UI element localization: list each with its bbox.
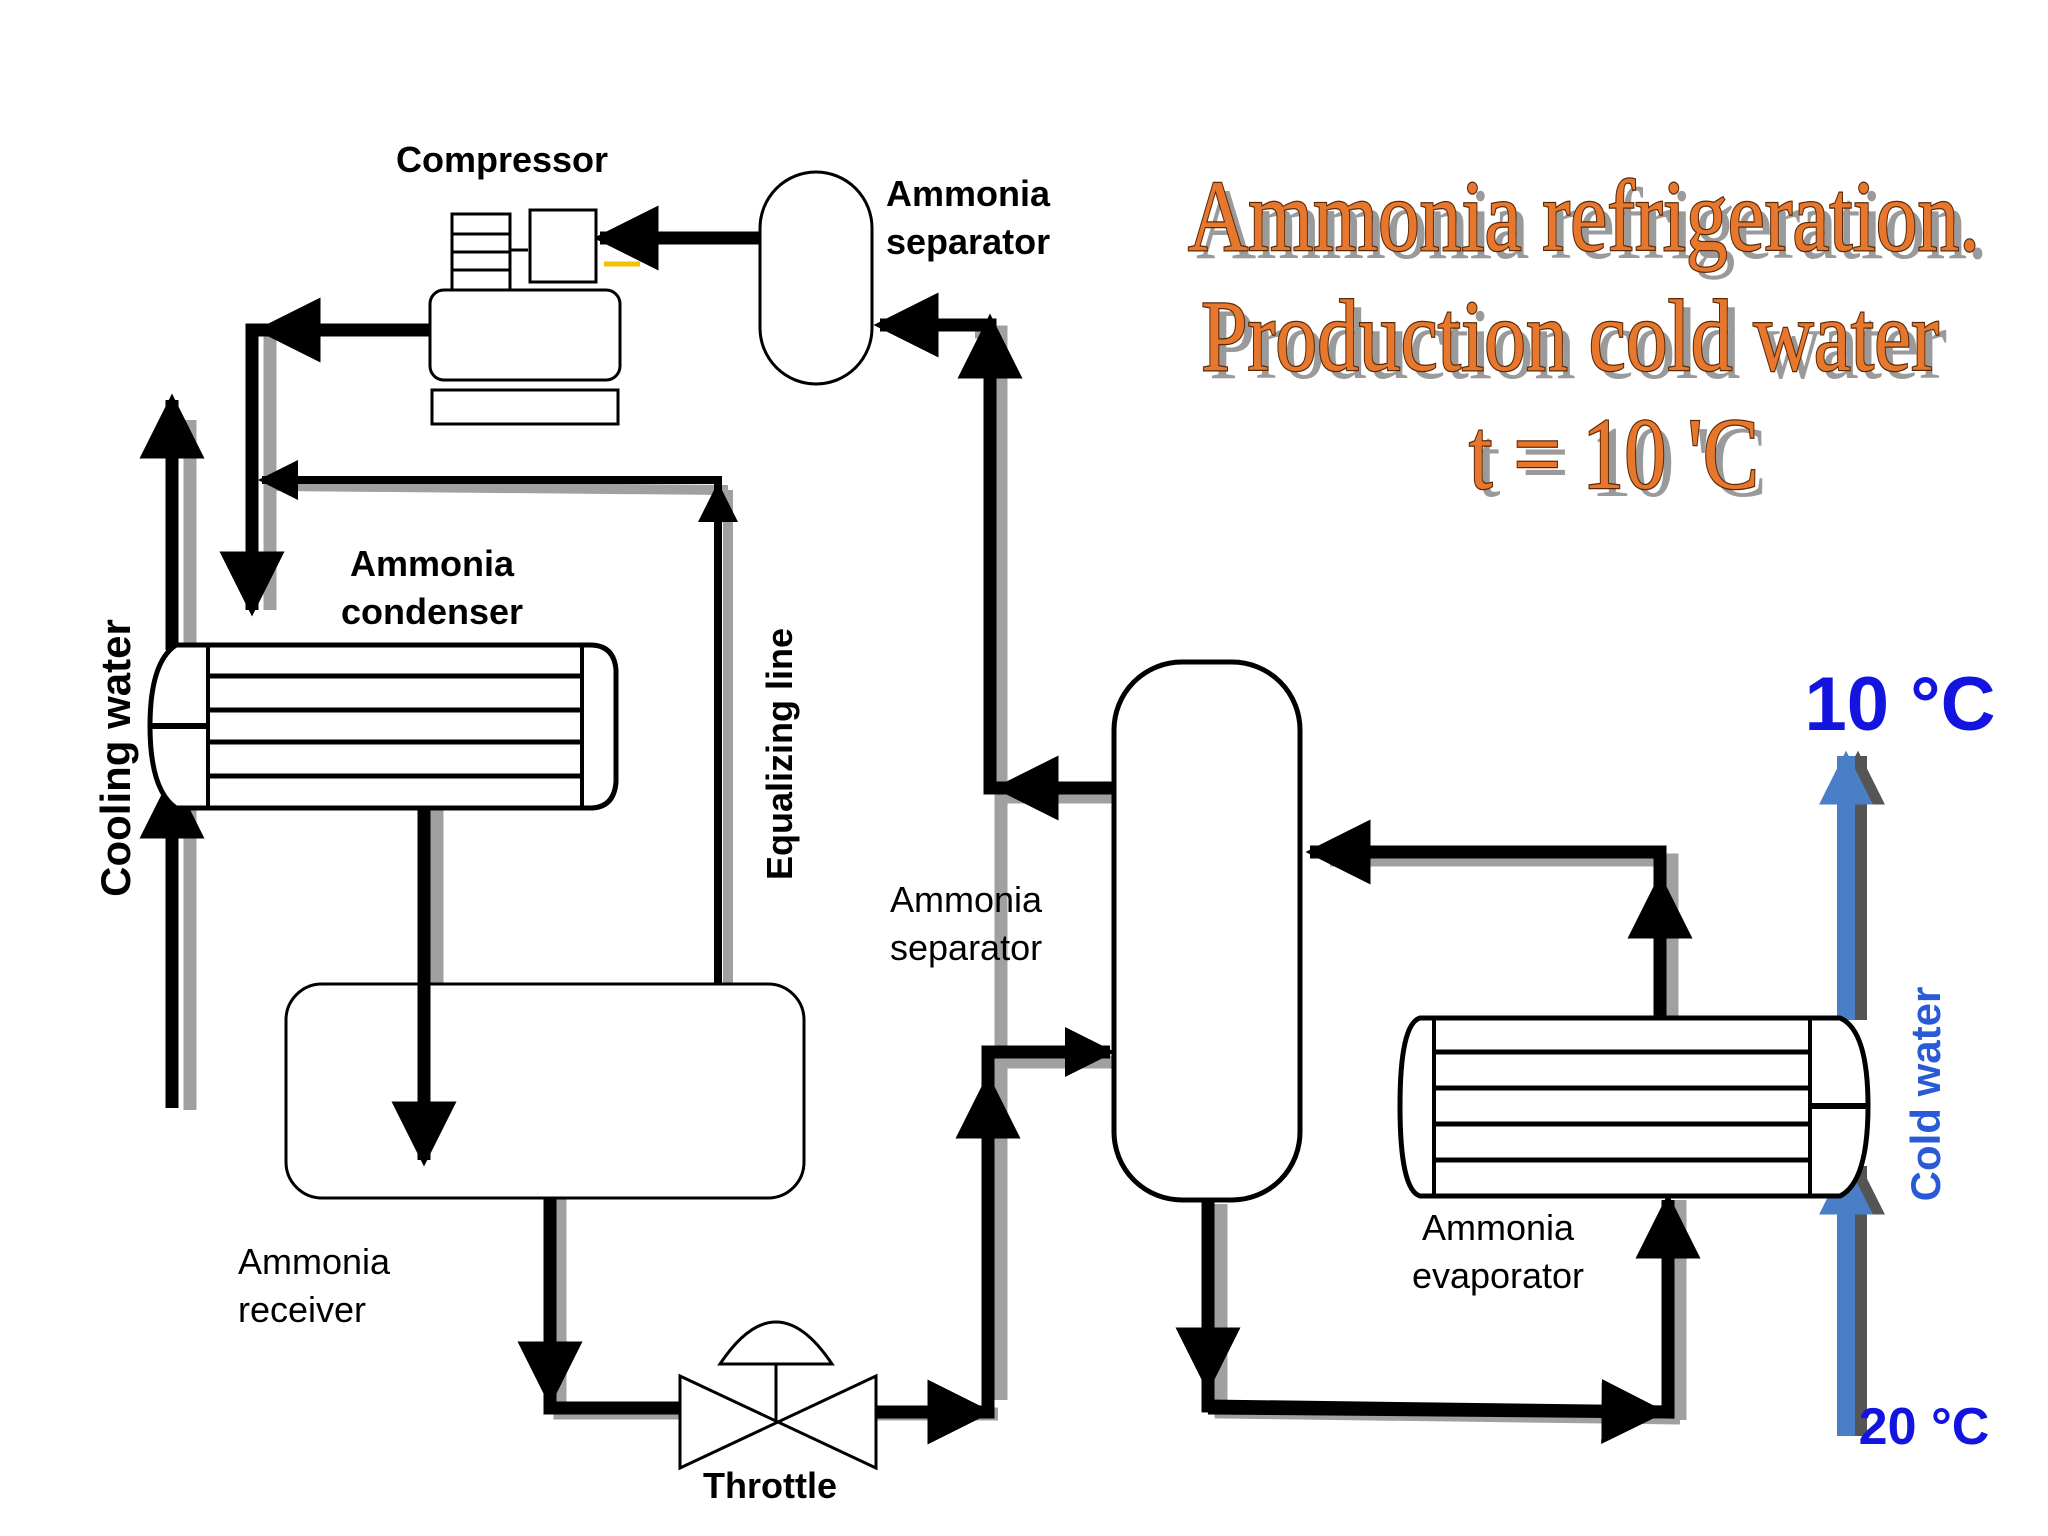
- separator-top-vessel: [758, 170, 874, 386]
- title-line2: Production cold water: [1201, 280, 1939, 393]
- label-separator-top-l1: Ammonia: [886, 173, 1051, 214]
- title-line3-shadow: t = 10 'C: [1477, 406, 1767, 519]
- label-separator-top-l2: separator: [886, 221, 1050, 262]
- label-condenser-l2: condenser: [341, 591, 523, 632]
- title-line1-shadow: Ammonia refrigeration.: [1196, 168, 1988, 281]
- title-line3: t = 10 'C: [1469, 398, 1759, 511]
- compressor-unit: [428, 208, 640, 426]
- label-evaporator-l1: Ammonia: [1422, 1207, 1575, 1248]
- cold-water-arrows: [1819, 750, 1885, 1436]
- throttle-valve: [678, 1320, 878, 1471]
- diagram-title: Ammonia refrigeration. Ammonia refrigera…: [1187, 159, 1988, 519]
- label-cold-water: Cold water: [1902, 987, 1949, 1202]
- label-separator-mid-l2: separator: [890, 927, 1042, 968]
- compressor-head: [528, 208, 598, 284]
- label-temp-out: 10 °C: [1805, 662, 1996, 747]
- throttle-actuator: [717, 1320, 835, 1366]
- receiver-vessel: [284, 982, 806, 1200]
- label-condenser-l1: Ammonia: [350, 543, 515, 584]
- label-receiver-l1: Ammonia: [238, 1241, 391, 1282]
- label-evaporator-l2: evaporator: [1412, 1255, 1584, 1296]
- pipe-evaporator-to-separator: [1310, 845, 1667, 1020]
- condenser-vessel: [147, 642, 619, 811]
- label-cooling-water: Cooling water: [92, 619, 139, 897]
- pipe-receiver-to-throttle: [543, 1192, 684, 1415]
- separator-mid-vessel: [1111, 659, 1303, 1203]
- title-line2-shadow: Production cold water: [1209, 288, 1947, 401]
- compressor-base: [430, 388, 620, 426]
- label-equalizing-line: Equalizing line: [759, 628, 800, 880]
- label-temp-in: 20 °C: [1859, 1398, 1990, 1456]
- evaporator-vessel: [1397, 1015, 1871, 1199]
- label-separator-mid-l1: Ammonia: [890, 879, 1043, 920]
- compressor-tank: [428, 288, 622, 382]
- label-throttle: Throttle: [703, 1465, 837, 1506]
- title-line1: Ammonia refrigeration.: [1188, 160, 1980, 273]
- label-compressor: Compressor: [396, 139, 608, 180]
- label-receiver-l2: receiver: [238, 1289, 366, 1330]
- pipes: [139, 205, 1701, 1445]
